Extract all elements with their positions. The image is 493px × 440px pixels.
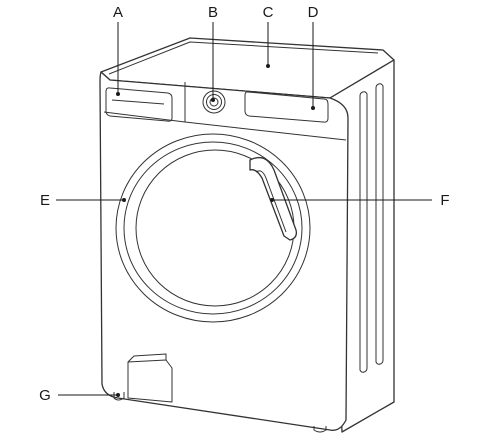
front-foot-right <box>313 426 327 433</box>
machine-front <box>99 71 349 431</box>
callout-leaders <box>56 22 432 397</box>
program-knob <box>202 90 226 114</box>
washing-machine <box>99 37 395 433</box>
label-g: G <box>39 387 51 404</box>
label-d: D <box>308 4 319 21</box>
label-f: F <box>440 192 449 209</box>
label-b: B <box>208 4 218 21</box>
display-panel <box>244 91 329 123</box>
door <box>115 133 311 323</box>
label-a: A <box>113 4 123 21</box>
detergent-drawer <box>105 87 173 122</box>
label-c: C <box>263 4 274 21</box>
callout-labels: A B C D E F G <box>39 4 449 404</box>
front-foot-left <box>113 392 125 401</box>
label-e: E <box>40 192 50 209</box>
